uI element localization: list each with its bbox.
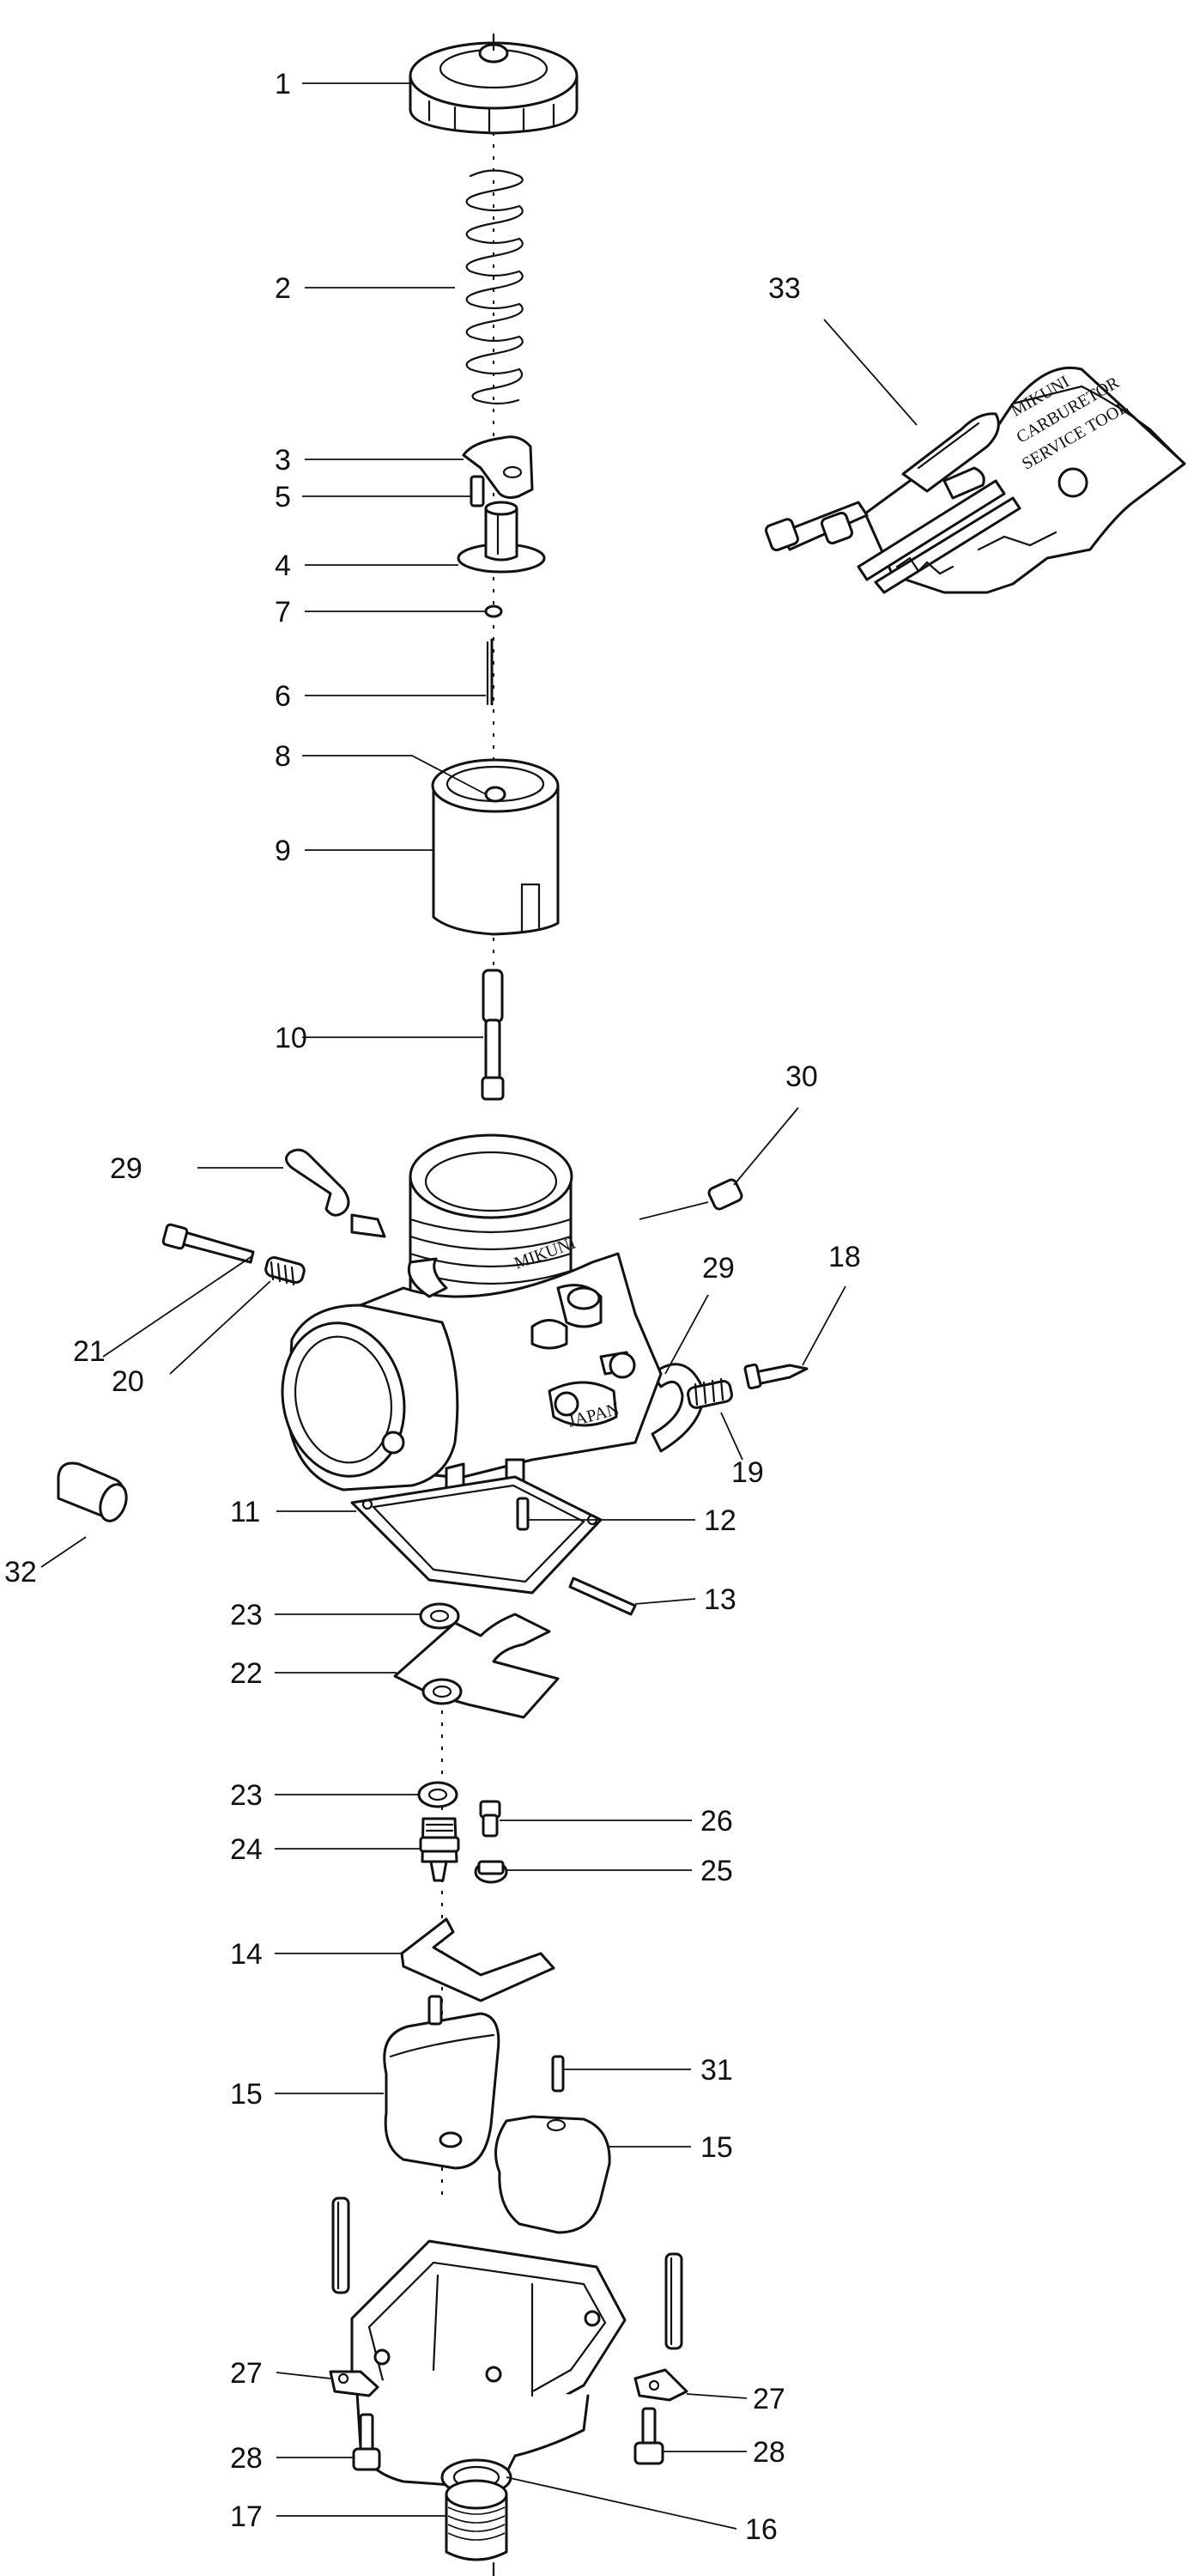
callout-3: 3	[275, 444, 291, 477]
vent-tube-right	[651, 1363, 706, 1453]
callout-28-right: 28	[753, 2436, 785, 2469]
callout-14: 14	[230, 1938, 263, 1971]
needle-clip	[484, 605, 503, 618]
callout-20: 20	[112, 1365, 144, 1398]
main-jet	[474, 1860, 508, 1884]
float-bowl	[350, 2239, 627, 2488]
callout-32: 32	[4, 1556, 37, 1589]
pilot-air-screw	[743, 1363, 809, 1390]
callout-24: 24	[230, 1833, 263, 1866]
callout-25: 25	[700, 1855, 733, 1887]
cable-plate	[462, 435, 534, 499]
callout-27-left: 27	[230, 2357, 263, 2390]
screw-right	[633, 2407, 664, 2465]
callout-15-right: 15	[700, 2131, 733, 2164]
service-tool-kit: MIKUNI CARBURETOR SERVICE TOOL	[764, 366, 1186, 594]
callout-33: 33	[768, 272, 801, 305]
callout-9: 9	[275, 835, 291, 867]
callout-11: 11	[230, 1496, 260, 1528]
callout-19: 19	[731, 1456, 764, 1489]
callout-5: 5	[275, 481, 291, 513]
callout-10: 10	[275, 1022, 307, 1054]
carburetor-body: MIKUNI JAPAN	[281, 1133, 663, 1513]
float-arm	[400, 1917, 555, 2002]
callout-17: 17	[230, 2500, 263, 2533]
callout-21: 21	[73, 1335, 106, 1368]
clamp-left	[329, 2370, 379, 2397]
callout-30: 30	[785, 1060, 818, 1093]
throttle-spring	[465, 169, 524, 405]
callout-7: 7	[275, 596, 291, 629]
callout-28-left: 28	[230, 2442, 263, 2475]
callout-31: 31	[700, 2054, 733, 2087]
retaining-pin	[470, 475, 485, 507]
callout-13: 13	[704, 1583, 736, 1616]
float-pivot-pin	[551, 2055, 565, 2093]
callout-23-lower: 23	[230, 1779, 263, 1812]
screw-spring	[264, 1255, 306, 1286]
pilot-screw-spring	[687, 1377, 733, 1409]
callout-29-right: 29	[702, 1252, 735, 1285]
float-pin-guide	[516, 1497, 530, 1531]
callout-18: 18	[828, 1241, 861, 1273]
float-bowl-gasket	[350, 1475, 603, 1595]
valve-seat-washer-lower	[417, 1781, 458, 1808]
clamp-right	[633, 2368, 688, 2402]
jet-needle	[486, 638, 494, 706]
callout-12: 12	[704, 1504, 736, 1537]
needle-jet	[481, 969, 505, 1101]
throttle-valve	[431, 758, 560, 936]
float-right	[494, 2115, 611, 2234]
needle-retainer	[457, 501, 546, 574]
screw-left	[352, 2413, 381, 2471]
callout-1: 1	[275, 68, 291, 100]
drain-plug	[445, 2479, 508, 2576]
needle-washer	[484, 786, 506, 803]
float-pin	[568, 1577, 637, 1616]
callout-numbers: 1 2 3 5 4 7 6 8 9 10 30 29 29 18 21 20 1…	[4, 68, 861, 2546]
pilot-jet-plug	[639, 1178, 743, 1220]
throttle-stop-screw	[161, 1223, 255, 1264]
vent-tube-left	[197, 1148, 386, 1238]
callout-2: 2	[275, 272, 291, 305]
callout-29-left: 29	[110, 1152, 142, 1185]
callout-16: 16	[745, 2513, 778, 2546]
baffle-plate	[393, 1613, 560, 1719]
callout-4: 4	[275, 550, 291, 582]
callout-23-upper: 23	[230, 1599, 263, 1631]
callout-15-left: 15	[230, 2078, 263, 2111]
callout-27-right: 27	[753, 2383, 785, 2415]
mixing-chamber-cap	[409, 33, 579, 135]
needle-valve-assembly	[419, 1817, 460, 1882]
callout-8: 8	[275, 740, 291, 773]
float-left	[383, 1995, 500, 2170]
pilot-jet	[479, 1800, 501, 1838]
guide-rods	[331, 2196, 683, 2350]
valve-seat-washer-upper	[419, 1602, 460, 1630]
leader-lines	[40, 82, 918, 2530]
callout-22: 22	[230, 1657, 263, 1690]
callout-6: 6	[275, 680, 291, 713]
assembly-axis	[441, 120, 494, 2198]
sleeve	[57, 1461, 128, 1522]
callout-26: 26	[700, 1805, 733, 1838]
